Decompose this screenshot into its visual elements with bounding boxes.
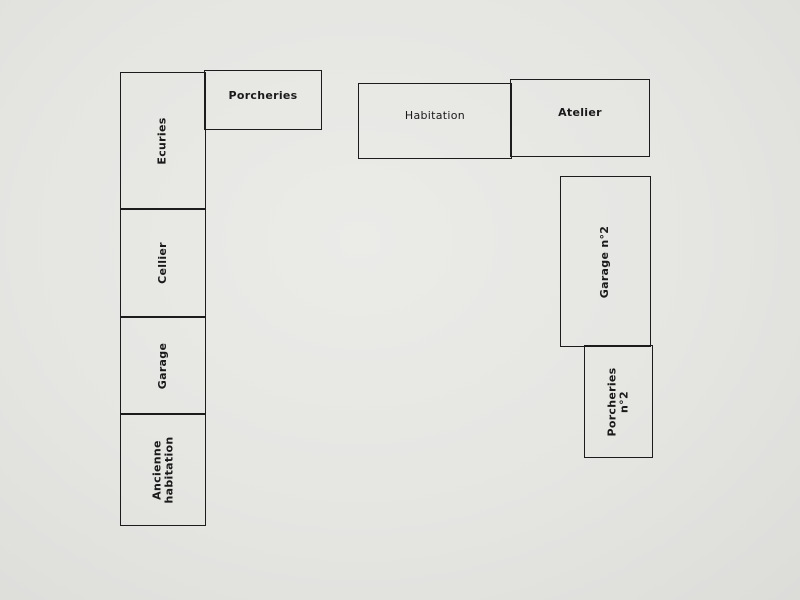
room-porcheries-2: Porcheries n°2: [584, 345, 653, 458]
room-label-ecuries: Ecuries: [155, 117, 169, 165]
room-label-cellier: Cellier: [156, 242, 169, 284]
room-label-habitation: Habitation: [404, 109, 466, 122]
room-porcheries: Porcheries: [204, 70, 322, 130]
room-label-garage-2: Garage n°2: [598, 225, 612, 298]
room-garage-2: Garage n°2: [560, 176, 651, 347]
room-label-porcheries-2: Porcheries n°2: [605, 366, 631, 437]
room-habitation: Habitation: [358, 83, 512, 159]
room-label-garage: Garage: [156, 342, 169, 389]
room-ancienne-habitation: Ancienne habitation: [120, 413, 206, 526]
room-label-porcheries: Porcheries: [228, 89, 298, 102]
room-cellier: Cellier: [120, 208, 206, 318]
room-label-ancienne-habitation: Ancienne habitation: [150, 436, 175, 503]
room-label-atelier: Atelier: [558, 106, 602, 119]
room-garage: Garage: [120, 316, 206, 415]
room-atelier: Atelier: [510, 79, 650, 157]
room-ecuries: Ecuries: [120, 72, 206, 210]
